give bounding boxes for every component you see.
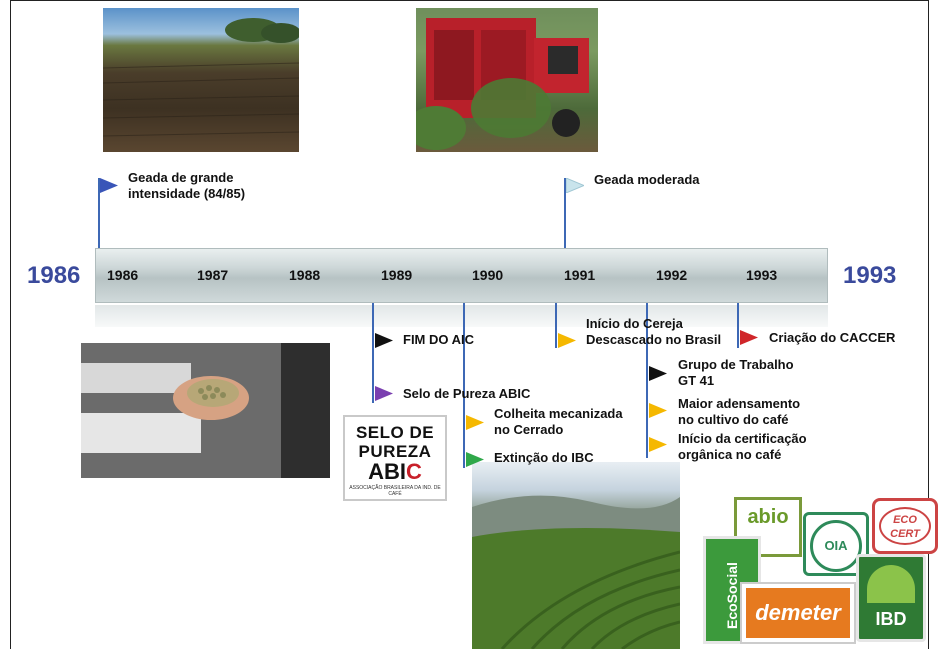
seal-line-1: SELO DE (355, 423, 435, 442)
year-tick-label: 1991 (564, 267, 596, 283)
slide-frame (10, 0, 929, 649)
year-tick-label: 1990 (472, 267, 504, 283)
event-label: Maior adensamento no cultivo do café (678, 396, 801, 427)
event-stem (372, 303, 374, 403)
flag-icon (375, 386, 393, 401)
event-stem (463, 303, 465, 468)
cerrado-plantation-photo (472, 462, 680, 649)
event-stem (737, 303, 739, 348)
year-tick-label: 1987 (197, 267, 229, 283)
frost-field-photo (103, 8, 299, 152)
end-year-label: 1993 (843, 262, 897, 289)
event-stem (98, 178, 100, 248)
demeter-logo: demeter (740, 582, 856, 644)
year-tick-label: 1992 (656, 267, 688, 283)
flag-icon (466, 415, 484, 430)
flag-icon (100, 178, 118, 193)
abic-logo: ABIC (368, 459, 422, 484)
flag-icon (649, 366, 667, 381)
timeline-bar (95, 248, 828, 303)
flag-icon (566, 178, 584, 193)
event-stem (646, 303, 648, 458)
harvester-photo (416, 8, 598, 152)
event-label: Selo de Pureza ABIC (403, 386, 531, 401)
event-label: Início do Cereja Descascado no Brasil (586, 316, 722, 347)
event-label: Colheita mecanizada no Cerrado (494, 406, 623, 437)
abic-purity-seal: SELO DE PUREZA ABIC ASSOCIAÇÃO BRASILEIR… (343, 415, 447, 501)
year-tick-label: 1988 (289, 267, 321, 283)
timeline-reflection (95, 305, 828, 327)
coffee-beans-hands-photo (81, 343, 330, 478)
event-label: Extinção do IBC (494, 450, 594, 465)
flag-icon (466, 452, 484, 467)
event-label: FIM DO AIC (403, 332, 475, 347)
ibd-logo: IBD (856, 554, 926, 642)
event-label: Grupo de Trabalho GT 41 (678, 357, 794, 388)
event-label: Geada moderada (594, 172, 700, 187)
event-label: Geada de grande intensidade (84/85) (128, 170, 246, 201)
flag-icon (740, 330, 758, 345)
seal-line-2: PUREZA (358, 442, 432, 461)
event-label: Início da certificação orgânica no café (678, 431, 807, 462)
start-year-label: 1986 (27, 262, 81, 289)
flag-icon (558, 333, 576, 348)
year-tick-label: 1993 (746, 267, 778, 283)
flag-icon (375, 333, 393, 348)
year-tick-label: 1986 (107, 267, 139, 283)
year-tick-label: 1989 (381, 267, 413, 283)
event-label: Criação do CACCER (769, 330, 896, 345)
flag-icon (649, 437, 667, 452)
seal-caption: ASSOCIAÇÃO BRASILEIRA DA IND. DE CAFÉ (349, 485, 441, 497)
event-stem (555, 303, 557, 348)
event-stem (564, 178, 566, 248)
flag-icon (649, 403, 667, 418)
